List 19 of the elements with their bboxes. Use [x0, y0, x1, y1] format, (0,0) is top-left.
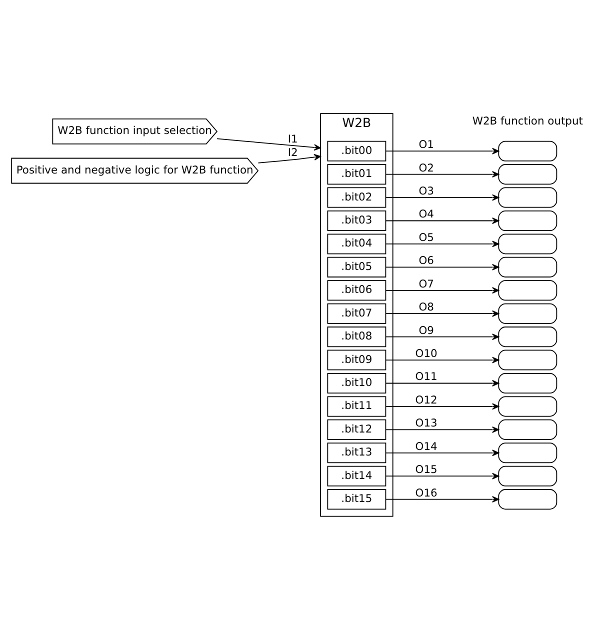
edge-label: O3 [418, 184, 434, 198]
edge-label: O5 [418, 230, 434, 244]
edge-label: O15 [415, 463, 438, 476]
edge-label: O6 [418, 254, 434, 268]
label: W2B function output [472, 114, 583, 128]
edge-label: O10 [415, 347, 438, 360]
edge-label: O13 [415, 416, 438, 430]
edge-label: O2 [418, 161, 434, 174]
edge-label: O1 [418, 138, 434, 152]
edge-label: O4 [418, 208, 434, 221]
edge-label: O14 [415, 440, 438, 453]
edge-label: O8 [418, 300, 434, 314]
edge-label: I2 [288, 146, 298, 160]
edge-label: O7 [418, 277, 434, 290]
edge-label: I1 [288, 132, 298, 146]
edge-label: O11 [415, 370, 438, 384]
edge-label: O12 [415, 393, 438, 406]
edge-label: O16 [415, 486, 438, 500]
edge-label: O9 [418, 324, 434, 337]
